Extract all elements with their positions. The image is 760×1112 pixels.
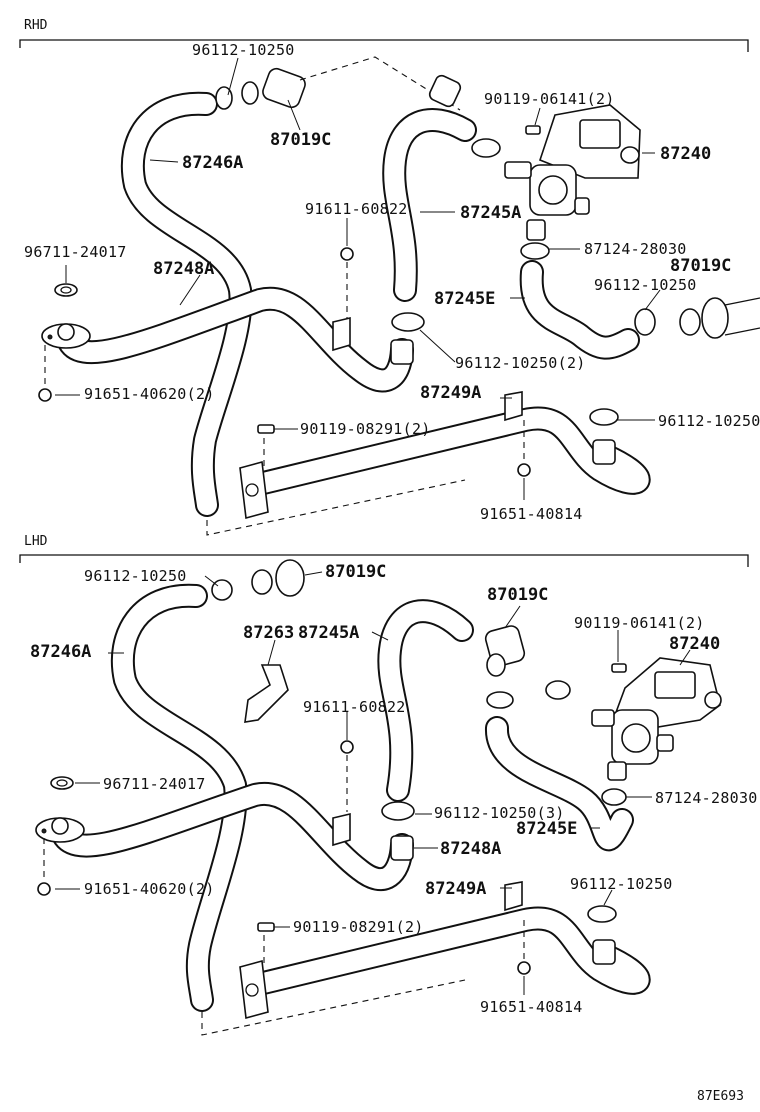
lhd-label-bolt-pipe: 90119-08291(2) (293, 918, 424, 936)
lhd-flange-left (35, 817, 85, 843)
rhd-hose-87248a (56, 286, 414, 393)
rhd-center-bracket (332, 316, 351, 352)
lhd-clamp-lower-right-icon (587, 905, 617, 923)
rhd-clamp-right-icon (634, 308, 656, 336)
rhd-label-plug-left: 91651-40620(2) (84, 385, 215, 403)
lhd-plug-bottom-icon (517, 961, 531, 975)
lhd-label-bolt-center: 91611-60822 (303, 698, 406, 716)
lhd-pipe-bracket (504, 881, 523, 912)
rhd-label-hose-248a: 87248A (153, 259, 214, 279)
lhd-clamp-top-icon (211, 579, 233, 601)
rhd-label-hose-246a: 87246A (182, 153, 243, 173)
lhd-label-clamp-lower-right: 96112-10250 (570, 875, 673, 893)
lhd-hose-87248a (50, 781, 414, 892)
rhd-plug-bottom-icon (517, 463, 531, 477)
rhd-label-grommet-right: 87019C (670, 256, 731, 276)
rhd-label-clamp-valve: 87124-28030 (584, 240, 687, 258)
lhd-clamp-center-icon (545, 680, 571, 700)
lhd-grommet-mid-icon (484, 625, 526, 709)
lhd-label-plug-bottom: 91651-40814 (480, 998, 583, 1016)
rhd-label-grommet-top: 87019C (270, 130, 331, 150)
rhd-clamp-top-icon (215, 86, 233, 110)
figure-code: 87E693 (697, 1089, 744, 1104)
lhd-label-bracket: 87263 (243, 623, 294, 643)
rhd-label-hose-245a: 87245A (460, 203, 521, 223)
rhd-label-clamp-mid: 96112-10250(2) (455, 354, 586, 372)
lhd-frame-line (19, 554, 749, 567)
lhd-section: LHD (19, 534, 758, 1036)
lhd-washer-icon (50, 776, 74, 790)
rhd-frame-line (19, 39, 749, 52)
lhd-clamp-valve-icon (601, 788, 627, 806)
rhd-flange-left (41, 323, 91, 349)
lhd-clamp-grommet-icon (486, 691, 514, 709)
rhd-label-clamp-top: 96112-10250 (192, 41, 295, 59)
rhd-clamp-lower-right-icon (589, 408, 619, 426)
lhd-water-valve-icon (591, 657, 722, 781)
lhd-pipe-end-fitting (592, 939, 616, 965)
lhd-label-grommet-top: 87019C (325, 562, 386, 582)
lhd-label-grommet-mid: 87019C (487, 585, 548, 605)
rhd-label-clamp-lower-right: 96112-10250 (658, 412, 760, 430)
lhd-grommet-top-icon (211, 559, 305, 601)
lhd-hose-87245e (485, 716, 634, 852)
rhd-section: RHD (19, 18, 760, 536)
lhd-bolt-pipe-icon (257, 922, 275, 932)
lhd-label-hose-245a: 87245A (298, 623, 359, 643)
rhd-clamp-mid-icon (391, 312, 425, 332)
rhd-hose-end-fitting (390, 339, 414, 365)
rhd-label-bolt-pipe: 90119-08291(2) (300, 420, 431, 438)
rhd-section-title: RHD (24, 18, 48, 33)
lhd-label-plug-left: 91651-40620(2) (84, 880, 215, 898)
rhd-hose-87245e (519, 260, 640, 360)
rhd-label-bolt-center: 91611-60822 (305, 200, 408, 218)
rhd-plug-left-icon (38, 388, 52, 402)
rhd-label-clamp-right: 96112-10250 (594, 276, 697, 294)
rhd-bolt-valve-icon (525, 125, 541, 135)
rhd-grommet-right-icon (679, 297, 760, 339)
rhd-label-plug-bottom: 91651-40814 (480, 505, 583, 523)
lhd-center-bracket (332, 812, 351, 847)
lhd-plug-left-icon (37, 882, 51, 896)
lhd-label-clamp-mid: 96112-10250(3) (434, 804, 565, 822)
lhd-label-clamp-valve: 87124-28030 (655, 789, 758, 807)
lhd-hose-end-fitting (390, 835, 414, 861)
lhd-hose-87245a (377, 599, 474, 802)
rhd-grommet-top-icon (215, 67, 306, 110)
lhd-label-hose-245e: 87245E (516, 819, 577, 839)
lhd-clamp-mid-icon (381, 801, 415, 821)
lhd-label-pipe-249a: 87249A (425, 879, 486, 899)
lhd-section-title: LHD (24, 534, 48, 549)
rhd-label-valve: 87240 (660, 144, 711, 164)
rhd-pipe-end-fitting (592, 439, 616, 465)
lhd-hose-87246a (110, 583, 248, 1012)
lhd-label-clamp-top: 96112-10250 (84, 567, 187, 585)
lhd-pipe-flange (239, 959, 269, 1020)
lhd-label-hose-248a: 87248A (440, 839, 501, 859)
rhd-bolt-center-icon (340, 247, 354, 261)
rhd-washer-icon (54, 283, 78, 297)
rhd-water-valve-icon (504, 104, 641, 241)
lhd-label-bolt-valve: 90119-06141(2) (574, 614, 705, 632)
lhd-label-washer: 96711-24017 (103, 775, 206, 793)
rhd-bolt-pipe-icon (257, 424, 275, 434)
rhd-clamp-valve-top-icon (471, 138, 501, 158)
rhd-pipe-flange (239, 460, 269, 520)
rhd-label-washer: 96711-24017 (24, 243, 127, 261)
lhd-label-hose-246a: 87246A (30, 642, 91, 662)
lhd-label-valve: 87240 (669, 634, 720, 654)
rhd-clamp-valve-bottom-icon (520, 242, 550, 260)
rhd-label-bolt-valve: 90119-06141(2) (484, 90, 615, 108)
lhd-bracket-87263-icon (244, 664, 289, 723)
rhd-hose-87246a (120, 91, 253, 517)
rhd-hose-87245a (382, 108, 477, 302)
lhd-pipe-87249a (239, 881, 651, 1020)
rhd-label-hose-245e: 87245E (434, 289, 495, 309)
rhd-pipe-bracket (504, 391, 523, 422)
lhd-bolt-valve-icon (611, 663, 627, 673)
lhd-bolt-center-icon (340, 740, 354, 754)
rhd-label-pipe-249a: 87249A (420, 383, 481, 403)
rhd-pipe-87249a (239, 391, 651, 520)
